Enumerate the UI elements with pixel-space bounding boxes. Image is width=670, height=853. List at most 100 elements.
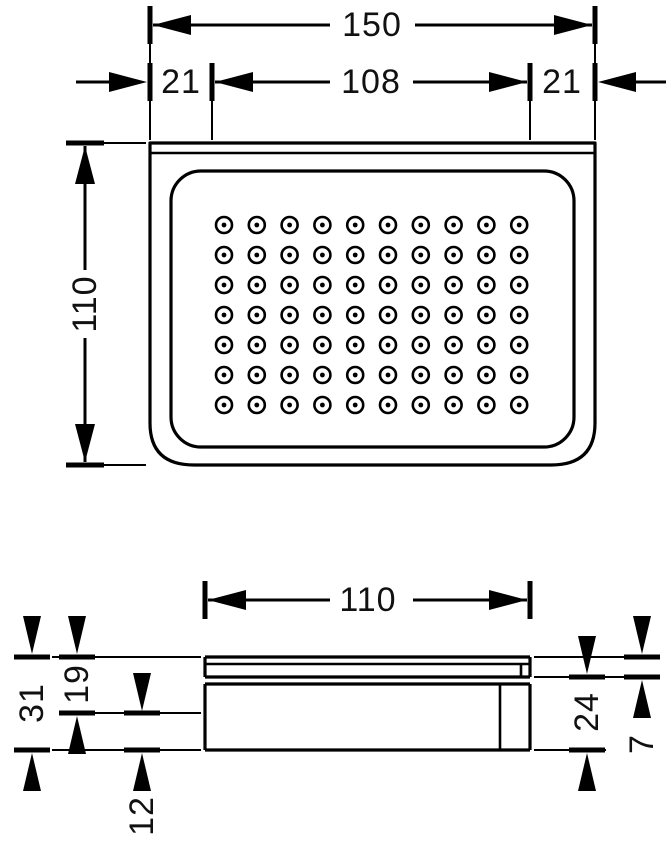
extension-bar — [66, 462, 104, 468]
perforation-dot — [320, 312, 325, 318]
extension-bar — [527, 63, 533, 101]
perforation-dot — [418, 402, 424, 408]
perforation-dot — [287, 282, 292, 288]
body-profile — [203, 682, 532, 752]
perforation-dot — [418, 342, 424, 348]
arrowhead-left-icon — [153, 15, 191, 35]
perforation-dot — [516, 312, 522, 318]
dim-label-depth: 110 — [339, 581, 396, 619]
dim-label-height: 110 — [66, 275, 104, 332]
perforation-dot — [352, 222, 358, 228]
arrowhead-down-icon — [23, 616, 41, 654]
arrowhead-right-icon — [554, 15, 592, 35]
perforation-dot — [484, 222, 489, 228]
dim-total-width: 150 — [147, 6, 598, 44]
extension-bar — [124, 710, 160, 716]
basket-side-view — [203, 655, 532, 752]
dim-top-to-floor: 19 — [58, 616, 96, 754]
arrowhead-up-icon — [23, 753, 41, 791]
perforation-dot — [352, 312, 358, 318]
arrowhead-up-icon — [68, 716, 86, 754]
perforation-dot — [385, 312, 391, 318]
perforation-dot — [385, 252, 391, 258]
perforation-dot — [385, 282, 391, 288]
perforation-dot — [418, 222, 424, 228]
perforation-dot — [352, 342, 358, 348]
perforation-dot — [385, 342, 391, 348]
side-view: 110 31 19 — [13, 581, 661, 836]
perforation-dot — [221, 372, 227, 378]
perforation-dot — [320, 252, 325, 258]
perforation-dot — [451, 372, 456, 378]
perforation-dot — [484, 342, 489, 348]
dim-top-view-height: 110 — [66, 140, 146, 468]
perforation-dot — [418, 252, 424, 258]
perforation-dot — [221, 342, 227, 348]
extension-lines — [149, 44, 596, 140]
perforation-dot — [221, 282, 227, 288]
extension-lines — [104, 142, 146, 466]
perforation-dot — [320, 282, 325, 288]
extension-bar — [14, 654, 50, 660]
arrowhead-down-icon — [133, 673, 151, 711]
arrowhead-down-icon — [75, 424, 95, 462]
extension-bar — [592, 6, 598, 44]
extension-bar — [624, 654, 660, 660]
perforation-dot — [451, 222, 456, 228]
perforation-dot — [287, 252, 292, 258]
extension-bar — [14, 747, 50, 753]
perforation-dot — [516, 282, 522, 288]
top-view: 150 21 108 21 — [66, 6, 666, 468]
extension-bar — [209, 63, 215, 101]
perforation-dot — [484, 372, 489, 378]
dim-label-total-height: 31 — [13, 683, 51, 723]
extension-bar — [624, 674, 660, 680]
dim-label-total-width: 150 — [342, 6, 402, 44]
perforation-dot — [320, 222, 325, 228]
perforation-dot — [221, 312, 227, 318]
perforation-dot — [352, 402, 358, 408]
perforation-dot — [451, 342, 456, 348]
arrowhead-up-icon — [133, 753, 151, 791]
arrowhead-down-icon — [68, 616, 86, 654]
arrowhead-up-icon — [578, 753, 596, 791]
dim-label-floor-to-bottom: 12 — [123, 796, 161, 836]
perforation-dot — [287, 342, 292, 348]
perforation-dot — [516, 252, 522, 258]
perforation-dot — [451, 312, 456, 318]
extension-bar — [59, 654, 95, 660]
perforation-dot — [287, 402, 292, 408]
extension-bar — [569, 674, 605, 680]
extension-bar — [202, 581, 208, 619]
extension-bar — [147, 6, 153, 44]
perforation-dot — [254, 282, 260, 288]
perforation-dot — [418, 372, 424, 378]
dim-total-height: 31 — [13, 616, 51, 791]
perforation-dot — [451, 282, 456, 288]
arrowhead-left-icon — [598, 72, 636, 92]
perforation-dot — [418, 312, 424, 318]
perforation-dot — [254, 312, 260, 318]
perforation-dot — [254, 402, 260, 408]
perforation-dot — [352, 252, 358, 258]
dim-label-inner-width: 108 — [341, 63, 401, 101]
perforation-dot — [385, 222, 391, 228]
arrowhead-right-icon — [489, 72, 527, 92]
perforation-dot — [516, 402, 522, 408]
arrowhead-left-icon — [215, 72, 253, 92]
dim-label-rim-height: 7 — [623, 734, 661, 754]
perforation-dot — [320, 342, 325, 348]
outer-outline — [148, 141, 597, 467]
perforation-dot — [451, 402, 456, 408]
perforation-dot — [484, 282, 489, 288]
perforation-dot — [352, 372, 358, 378]
extension-bar — [59, 710, 95, 716]
arrowhead-up-icon — [633, 680, 651, 718]
arrowhead-right-icon — [489, 590, 527, 610]
arrowhead-up-icon — [75, 146, 95, 184]
extension-bar — [569, 747, 605, 753]
perforation-dot — [287, 222, 292, 228]
perforation-dot — [287, 372, 292, 378]
